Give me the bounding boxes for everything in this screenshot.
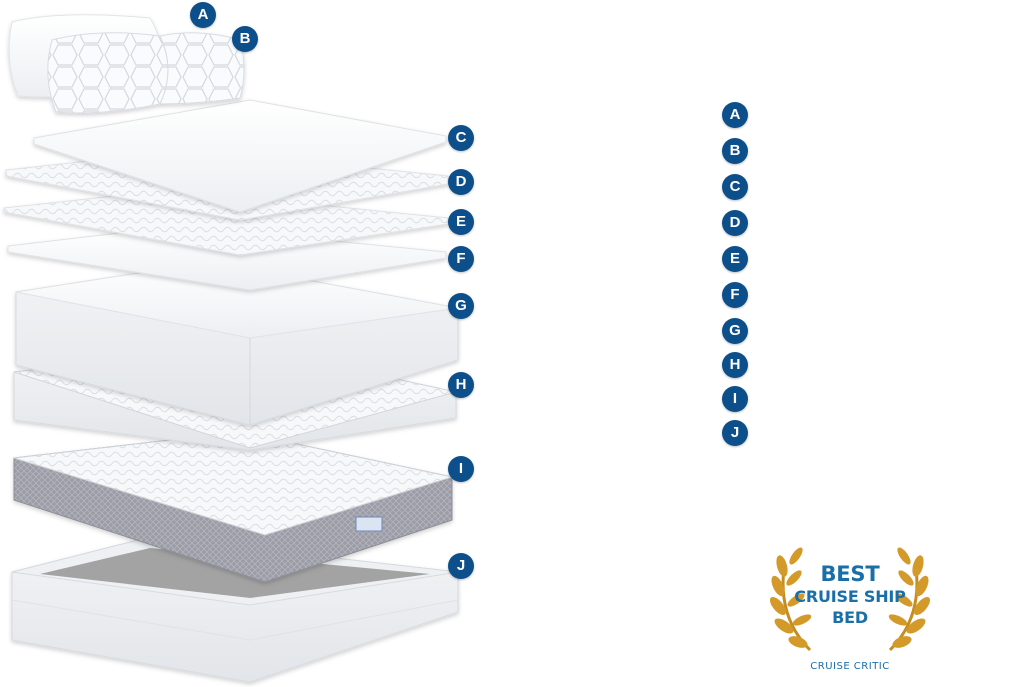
award-title-line1: BEST (820, 562, 880, 586)
legend-badge-h: H (722, 352, 748, 378)
foundation-layer (11, 536, 459, 683)
laurel-wreath-icon (770, 547, 930, 652)
legend-badge-c: C (722, 174, 748, 200)
award-title-line2: CRUISE SHIP (794, 587, 906, 606)
layer-badge-c[interactable]: C (448, 125, 474, 151)
legend-badge-e: E (722, 246, 748, 272)
layer-badge-e[interactable]: E (448, 209, 474, 235)
award-title-line3: BED (832, 608, 868, 627)
layer-badge-a[interactable]: A (190, 2, 216, 28)
legend-badge-g: G (722, 318, 748, 344)
legend-badge-i: I (722, 386, 748, 412)
layer-badge-d[interactable]: D (448, 169, 474, 195)
legend-badge-f: F (722, 282, 748, 308)
layer-badge-f[interactable]: F (448, 246, 474, 272)
award-source: CRUISE CRITIC (810, 661, 890, 672)
legend-badge-d: D (722, 210, 748, 236)
legend-badge-a: A (722, 102, 748, 128)
pillows (8, 14, 245, 114)
mattress-layer (13, 431, 454, 583)
sheet-layer (33, 99, 447, 213)
award-badge: BEST CRUISE SHIP BED CRUISE CRITIC (770, 538, 930, 678)
layer-badge-i[interactable]: I (448, 456, 474, 482)
layer-badge-h[interactable]: H (448, 372, 474, 398)
layer-badge-g[interactable]: G (448, 293, 474, 319)
layer-badge-b[interactable]: B (232, 26, 258, 52)
layer-badge-j[interactable]: J (448, 553, 474, 579)
legend-badge-j: J (722, 420, 748, 446)
legend-badge-b: B (722, 138, 748, 164)
